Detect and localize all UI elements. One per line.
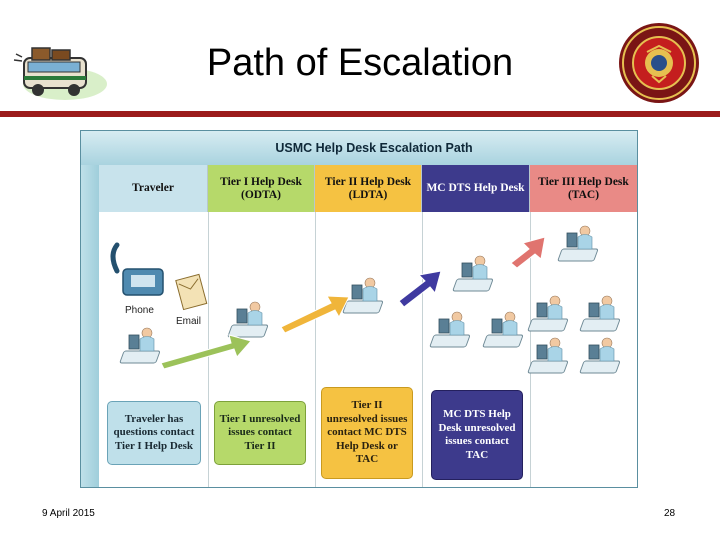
phone-label: Phone [125,305,154,316]
column-header-tier2: Tier II Help Desk (LDTA) [315,165,422,212]
usmc-seal-icon [619,23,699,103]
help-desk-agent-icon [429,311,471,348]
help-desk-agent-icon [119,327,161,364]
page-number: 28 [664,508,676,519]
help-desk-agent-icon [527,337,569,374]
diagram-artwork: Phone Email [110,225,621,374]
diagram-left-stripe [81,165,99,487]
help-desk-agent-icon [482,311,524,348]
tier2-instruction-box: Tier II unresolved issues contact MC DTS… [321,387,413,479]
column-divider [530,212,531,487]
help-desk-agent-icon [557,225,599,262]
email-icon [175,273,208,311]
escalation-arrow-3 [398,270,442,308]
title-rule [0,111,720,117]
column-divider [422,212,423,487]
column-header-tier1: Tier I Help Desk (ODTA) [208,165,315,212]
traveler-instruction-box: Traveler has questions contact Tier I He… [107,401,201,465]
mcdts-instruction-box: MC DTS Help Desk unresolved issues conta… [431,390,523,480]
help-desk-agent-icon [527,295,569,332]
column-header-tier3: Tier III Help Desk (TAC) [530,165,637,212]
column-header-row: Traveler Tier I Help Desk (ODTA) Tier II… [99,165,637,212]
column-header-traveler: Traveler [99,165,208,212]
tier1-instruction-box: Tier I unresolved issues contact Tier II [214,401,306,465]
help-desk-agent-icon [452,255,494,292]
bus-icon [13,47,107,100]
escalation-arrow-4 [510,236,546,269]
help-desk-agent-icon [579,295,621,332]
email-label: Email [176,316,201,327]
column-divider [315,212,316,487]
footer-date: 9 April 2015 [42,508,95,519]
help-desk-agent-icon [227,301,269,338]
help-desk-agent-icon [342,277,384,314]
diagram-title: USMC Help Desk Escalation Path [81,131,637,166]
escalation-arrow-1 [160,334,252,370]
diagram-title-text: USMC Help Desk Escalation Path [275,141,473,155]
phone-icon [110,242,164,296]
help-desk-agent-icon [579,337,621,374]
escalation-diagram: USMC Help Desk Escalation Path Traveler … [80,130,638,488]
column-header-mcdts: MC DTS Help Desk [422,165,530,212]
slide-title: Path of Escalation [206,42,514,84]
escalation-arrow-2 [280,295,350,334]
